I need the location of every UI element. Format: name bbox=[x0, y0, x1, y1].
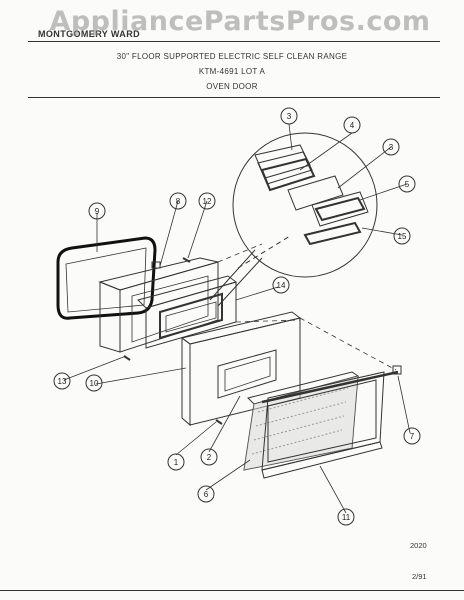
screws bbox=[123, 257, 223, 425]
alignment-lines bbox=[217, 243, 397, 371]
model-description: 30" FLOOR SUPPORTED ELECTRIC SELF CLEAN … bbox=[116, 52, 348, 61]
model-number: KTM-4691 LOT A bbox=[198, 67, 266, 76]
header-rule bbox=[28, 97, 440, 98]
door-insulation bbox=[243, 371, 360, 471]
callout-circles bbox=[53, 107, 421, 526]
door-handle bbox=[261, 365, 402, 404]
callout-3b: 3 bbox=[389, 143, 394, 152]
callout-9: 9 bbox=[95, 207, 100, 216]
detail-leader-2 bbox=[217, 257, 263, 307]
drawing-code: 2020 bbox=[410, 541, 427, 550]
callout-1: 1 bbox=[174, 458, 179, 467]
glass-stack-detail bbox=[254, 144, 369, 246]
detail-leader-1 bbox=[209, 249, 256, 301]
callout-10: 10 bbox=[90, 379, 99, 388]
callout-8: 8 bbox=[176, 197, 181, 206]
callout-14: 14 bbox=[277, 281, 286, 290]
callout-11: 11 bbox=[342, 513, 351, 522]
brand-label: MONTGOMERY WARD bbox=[38, 29, 140, 39]
callout-13: 13 bbox=[58, 377, 67, 386]
callout-5: 5 bbox=[405, 180, 410, 189]
site-watermark: AppliancePartsPros.com bbox=[49, 6, 431, 37]
callout-3a: 3 bbox=[287, 112, 292, 121]
detail-circle bbox=[232, 132, 378, 278]
callout-12: 12 bbox=[203, 197, 212, 206]
diagram-title: OVEN DOOR bbox=[206, 82, 258, 91]
detail-leader-3 bbox=[237, 235, 291, 269]
callout-4: 4 bbox=[350, 121, 355, 130]
oven-door-gasket bbox=[56, 236, 157, 320]
top-rule bbox=[28, 41, 440, 42]
callout-6: 6 bbox=[204, 490, 209, 499]
callout-15: 15 bbox=[398, 232, 407, 241]
outer-door-frame bbox=[261, 371, 385, 479]
callout-7: 7 bbox=[410, 432, 415, 441]
bottom-rule bbox=[0, 590, 464, 591]
callout-2: 2 bbox=[207, 453, 212, 462]
revision-date: 2/91 bbox=[412, 572, 427, 581]
